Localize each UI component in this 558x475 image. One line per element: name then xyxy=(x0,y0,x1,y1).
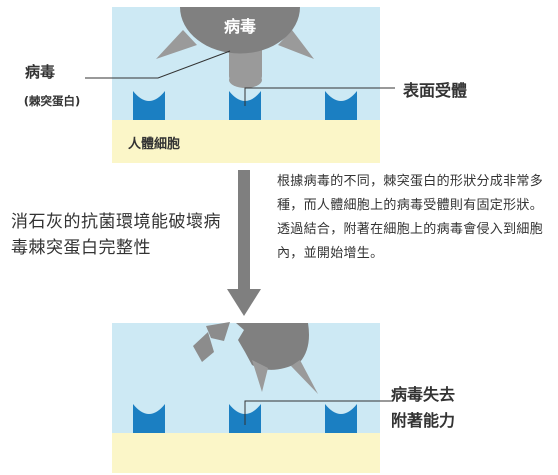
broken-spike-fragment xyxy=(206,322,230,341)
virus-broken xyxy=(193,322,318,394)
top-panel: 病毒 xyxy=(85,7,395,163)
receptor xyxy=(133,404,165,433)
arrow-head xyxy=(227,289,261,316)
human-cell-label: 人體細胞 xyxy=(128,137,181,152)
virus-spike xyxy=(156,30,197,59)
arrow-shaft xyxy=(238,170,250,290)
explanation-paragraph: 根據病毒的不同，棘突蛋白的形狀分成非常多種，而人體細胞上的病毒受體則有固定形狀。… xyxy=(277,174,544,261)
result-leader-line xyxy=(244,400,392,425)
receptor xyxy=(325,404,357,433)
virus-lost-adhesion-label: 病毒失去 附著能力 xyxy=(391,382,501,434)
top-cell-membrane xyxy=(112,120,380,163)
virus-lost-adhesion-line2: 附著能力 xyxy=(391,411,456,430)
virus-label: 病毒 xyxy=(24,63,55,81)
virus-intact: 病毒 xyxy=(156,7,314,88)
receptor-label: 表面受體 xyxy=(403,81,468,100)
spike-protein-label: (棘突蛋白) xyxy=(23,94,81,108)
bottom-cell-membrane xyxy=(112,433,380,473)
virus-leader-line xyxy=(85,50,231,79)
virus-body-label: 病毒 xyxy=(224,17,256,36)
bottom-panel xyxy=(112,322,392,473)
virus-body xyxy=(180,7,300,54)
broken-virus-body xyxy=(236,323,309,370)
broken-spike xyxy=(291,360,318,394)
slaked-lime-caption: 消石灰的抗菌環境能破壞病毒棘突蛋白完整性 xyxy=(11,212,221,258)
broken-spike-fragment xyxy=(193,332,214,362)
virus-spike-protein-tip xyxy=(229,72,262,88)
broken-spike xyxy=(252,360,268,392)
receptor-leader-line xyxy=(244,87,395,106)
virus-lost-adhesion-line1: 病毒失去 xyxy=(391,385,456,404)
receptor xyxy=(133,91,165,120)
receptor xyxy=(325,91,357,120)
virus-spike xyxy=(278,30,314,59)
down-arrow xyxy=(227,170,261,316)
